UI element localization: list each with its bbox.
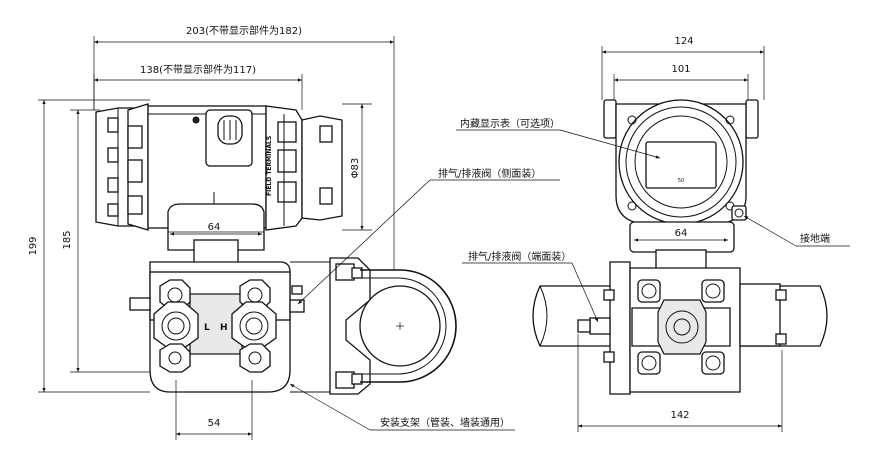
- dim-overall-height-label: 199: [28, 236, 39, 255]
- dim-body-height-side: 185: [62, 109, 150, 373]
- flange-body-front: [577, 261, 787, 395]
- dim-bottom-width-front: 142: [577, 334, 783, 432]
- front-view: 124 101 50: [456, 36, 850, 432]
- callout-vent-end-label: 排气/排液阀（端面装）: [468, 250, 571, 263]
- dim-flange-width-front-label: 64: [675, 228, 688, 239]
- housing-label: FIELD TERMINALS: [266, 136, 273, 196]
- dim-head-width-front: 101: [613, 64, 749, 100]
- callout-vent-end: 排气/排液阀（端面装）: [462, 250, 599, 323]
- dim-overall-width-front-label: 124: [674, 36, 693, 47]
- callout-bracket: 安装支架（管装、墙装通用）: [289, 383, 515, 431]
- dim-bottom-width-side: 54: [175, 380, 253, 440]
- neck-side: 64: [167, 192, 265, 265]
- port-left-label: L: [204, 323, 210, 333]
- dim-bottom-width-front-label: 142: [670, 410, 689, 421]
- callout-display-label: 内藏显示表（可选项）: [460, 117, 560, 130]
- dim-cover-diameter-label: Φ83: [350, 158, 361, 179]
- callout-bracket-label: 安装支架（管装、墙装通用）: [380, 416, 510, 429]
- port-right-label: H: [220, 323, 228, 333]
- neck-front: 64: [629, 221, 735, 273]
- callout-vent-side: 排气/排液阀（侧面装）: [297, 167, 560, 305]
- dim-body-width-label: 138(不带显示部件为117): [140, 63, 256, 76]
- dim-head-width-front-label: 101: [671, 64, 690, 75]
- side-view: 203(不带显示部件为182) 138(不带显示部件为117) 199 185: [28, 24, 560, 440]
- flange-body-side: L H: [129, 261, 305, 393]
- callout-ground-label: 接地端: [800, 232, 830, 245]
- callout-display: 内藏显示表（可选项）: [456, 117, 661, 159]
- callout-vent-side-label: 排气/排液阀（侧面装）: [438, 167, 541, 180]
- svg-text:50: 50: [678, 178, 684, 184]
- dim-overall-width-label: 203(不带显示部件为182): [186, 24, 302, 37]
- callout-ground: 接地端: [743, 215, 850, 247]
- dim-flange-width-side-label: 64: [208, 222, 221, 233]
- dim-body-width-side: 138(不带显示部件为117): [93, 63, 303, 110]
- dim-cover-diameter: Φ83: [342, 103, 372, 231]
- dim-body-height-label: 185: [62, 230, 73, 249]
- bracket-side: [290, 257, 457, 395]
- dim-bottom-width-side-label: 54: [208, 418, 221, 429]
- dim-overall-width-front: 124: [601, 36, 765, 100]
- dim-overall-height-side: 199: [28, 99, 150, 393]
- dim-overall-width-side: 203(不带显示部件为182): [93, 24, 395, 270]
- head-front: 50: [603, 99, 759, 225]
